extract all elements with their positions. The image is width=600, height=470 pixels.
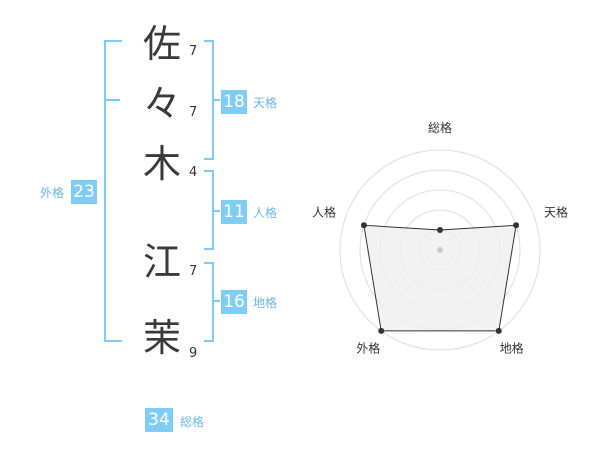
radar-axis-label-5: 人格	[312, 204, 336, 219]
name-char-3: 木	[142, 142, 181, 186]
gaikaku-bracket	[104, 40, 122, 342]
tenkaku-bracket-tick	[212, 99, 220, 101]
jinkaku-label: 人格	[253, 206, 278, 220]
radar-point-5	[360, 222, 367, 229]
radar-center-dot	[437, 247, 443, 253]
name-char-1: 佐	[142, 22, 181, 66]
name-char-2: 々	[142, 82, 181, 126]
radar-axis-label-2: 天格	[544, 204, 568, 219]
radar-axis-label-4: 外格	[356, 341, 380, 356]
stroke-count-3: 4	[189, 165, 198, 180]
chikaku-bracket-tick	[212, 300, 220, 302]
radar-series-polygon	[363, 224, 517, 332]
radar-axis-label-3: 地格	[500, 341, 524, 356]
chikaku-label: 地格	[253, 296, 278, 310]
chikaku-value: 16	[221, 290, 247, 314]
radar-grid-ring	[339, 149, 541, 351]
soukaku-value: 34	[145, 408, 173, 432]
gaikaku-bracket-tick	[104, 99, 120, 101]
radar-point-3	[495, 327, 502, 334]
stroke-count-5: 9	[189, 346, 198, 361]
radar-point-4	[378, 327, 385, 334]
stroke-count-2: 7	[189, 105, 198, 120]
stroke-count-1: 7	[189, 44, 198, 59]
name-char-5: 茉	[142, 316, 181, 360]
name-char-4: 江	[142, 240, 181, 284]
tenkaku-label: 天格	[253, 96, 278, 110]
jinkaku-bracket-tick	[212, 210, 220, 212]
radar-axis-label-1: 総格	[428, 120, 452, 135]
jinkaku-value: 11	[221, 200, 247, 224]
tenkaku-value: 18	[221, 90, 247, 114]
chikaku-bracket	[204, 262, 214, 342]
radar-point-1	[437, 227, 443, 233]
gaikaku-label: 外格	[40, 186, 65, 200]
radar-point-2	[513, 222, 520, 229]
soukaku-label: 総格	[180, 415, 205, 429]
stroke-count-4: 7	[189, 264, 198, 279]
gaikaku-value: 23	[71, 180, 97, 204]
